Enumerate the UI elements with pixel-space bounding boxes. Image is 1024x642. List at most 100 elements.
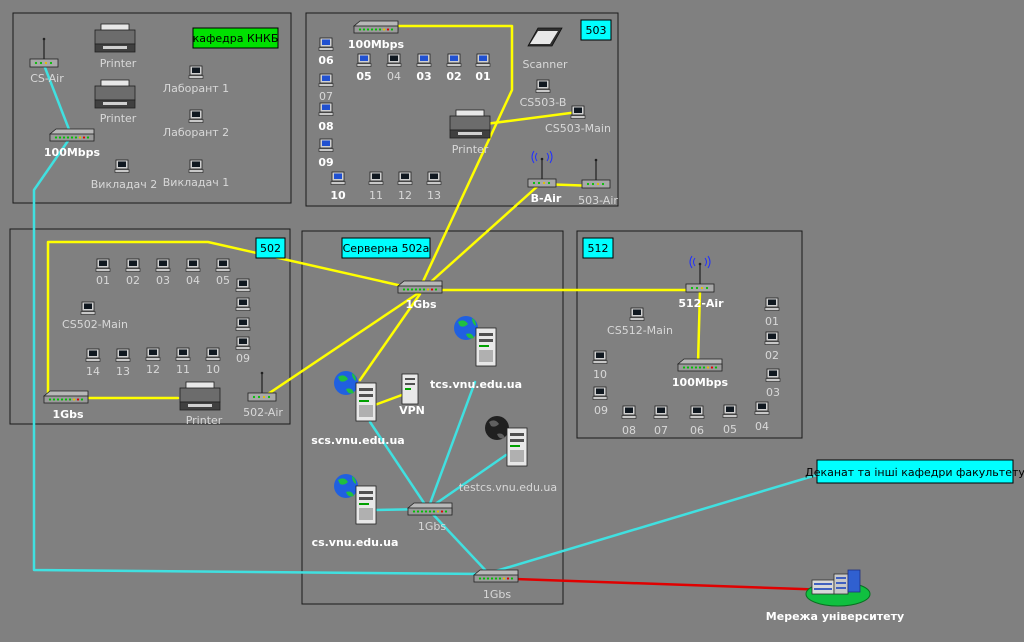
testcs-server-icon[interactable] <box>484 415 528 467</box>
r512-pc-02-icon[interactable] <box>764 331 780 345</box>
tag-server[interactable]: Серверна 502а <box>341 237 431 259</box>
cs-air-icon[interactable] <box>29 37 59 68</box>
tag-512[interactable]: 512 <box>582 237 614 259</box>
air503-icon[interactable] <box>581 158 611 189</box>
r503-pc-09-icon[interactable] <box>318 138 334 152</box>
tag-512-text: 512 <box>588 242 609 255</box>
r502-pc-06-icon[interactable] <box>235 278 251 292</box>
r503-pc-10-icon[interactable] <box>330 171 346 185</box>
r503-pc-03-icon[interactable] <box>416 53 432 67</box>
r512-pc-08-icon[interactable] <box>621 405 637 419</box>
cs503main-pc-icon[interactable] <box>570 105 586 119</box>
knkb-switch-icon[interactable] <box>49 128 95 142</box>
cable-scs-core <box>358 292 422 382</box>
tcs-label: tcs.vnu.edu.ua <box>430 378 522 391</box>
tag-503[interactable]: 503 <box>580 19 612 41</box>
air502-icon[interactable] <box>247 371 277 402</box>
r503-pc-06-label: 06 <box>318 54 334 67</box>
r503-pc-08-icon[interactable] <box>318 102 334 116</box>
scs-server-icon[interactable] <box>333 370 377 422</box>
r512-pc-07-label: 07 <box>654 424 668 437</box>
r512-pc-01-icon[interactable] <box>764 297 780 311</box>
r502-switch-label: 1Gbs <box>52 408 84 421</box>
tcs-server-icon[interactable] <box>453 315 497 367</box>
r512-pc-10-icon[interactable] <box>592 350 608 364</box>
knkb-printer1-label: Printer <box>100 57 137 70</box>
r502-pc-13-icon[interactable] <box>115 348 131 362</box>
knkb-printer2-label: Printer <box>100 112 137 125</box>
r502-switch-icon[interactable] <box>43 390 89 404</box>
r503-switch-icon[interactable] <box>353 20 399 34</box>
r512-pc-05-icon[interactable] <box>722 404 738 418</box>
r503-pc-12-icon[interactable] <box>397 171 413 185</box>
cable-502air-core <box>260 290 422 400</box>
r502-pc-10-icon[interactable] <box>205 347 221 361</box>
b-air-label: B-Air <box>531 192 562 205</box>
r503-pc-02-icon[interactable] <box>446 53 462 67</box>
lab1-pc-icon[interactable] <box>188 65 204 79</box>
campus-buildings-icon <box>811 569 861 595</box>
teacher2-pc-icon[interactable] <box>114 159 130 173</box>
r503-pc-13-icon[interactable] <box>426 171 442 185</box>
cs503b-pc-icon[interactable] <box>535 79 551 93</box>
air512-icon[interactable] <box>685 262 715 293</box>
university-network[interactable]: Мережа університету <box>766 569 904 623</box>
r503-pc-05-icon[interactable] <box>356 53 372 67</box>
r502-pc-09-icon[interactable] <box>235 336 251 350</box>
r512-pc-04-label: 04 <box>755 420 769 433</box>
r502-pc-04-icon[interactable] <box>185 258 201 272</box>
tag-dean[interactable]: Деканат та інші кафедри факультету <box>805 459 1024 484</box>
r502-pc-03-icon[interactable] <box>155 258 171 272</box>
r503-pc-07-icon[interactable] <box>318 73 334 87</box>
cable-dean-uplink <box>484 472 822 576</box>
r503-pc-04-icon[interactable] <box>386 53 402 67</box>
scanner-icon[interactable] <box>527 27 563 47</box>
r503-pc-12-label: 12 <box>398 189 412 202</box>
r502-pc-05-icon[interactable] <box>215 258 231 272</box>
r512-pc-07-icon[interactable] <box>653 405 669 419</box>
tag-502[interactable]: 502 <box>255 237 286 259</box>
cs503main-label: CS503-Main <box>545 122 611 135</box>
tag-knkb[interactable]: кафедра КНКБ <box>192 27 279 49</box>
r502-pc-11-icon[interactable] <box>175 347 191 361</box>
r502-pc-14-icon[interactable] <box>85 348 101 362</box>
air503-label: 503-Air <box>578 194 618 207</box>
r512-pcs-left: 10 09 <box>592 350 608 417</box>
r502-pc-02-icon[interactable] <box>125 258 141 272</box>
r502-pc-07-icon[interactable] <box>235 297 251 311</box>
r503-pc-08-label: 08 <box>318 120 333 133</box>
knkb-printer2-icon[interactable] <box>94 79 136 109</box>
cs512main-pc-icon[interactable] <box>629 307 645 321</box>
r512-switch-icon[interactable] <box>677 358 723 372</box>
cable-srvswitch-uplink <box>426 507 490 575</box>
room-knkb: CS-Air 100Mbps Printer Printer Лаборант … <box>29 23 229 191</box>
knkb-printer1-icon[interactable] <box>94 23 136 53</box>
vpn-label: VPN <box>399 404 425 417</box>
r502-pc-02-label: 02 <box>126 274 140 287</box>
r512-pc-03-icon[interactable] <box>765 368 781 382</box>
cs-server-icon[interactable] <box>333 473 377 525</box>
b-air-icon[interactable] <box>527 157 557 188</box>
r503-pc-06-icon[interactable] <box>318 37 334 51</box>
r512-pc-04-icon[interactable] <box>754 401 770 415</box>
core-switch-icon[interactable] <box>397 280 443 294</box>
r502-pc-12-icon[interactable] <box>145 347 161 361</box>
cs502main-pc-icon[interactable] <box>80 301 96 315</box>
lab2-pc-icon[interactable] <box>188 109 204 123</box>
vpn-server-icon[interactable] <box>401 373 419 405</box>
r502-printer-icon[interactable] <box>179 381 221 411</box>
r503-pc-01-icon[interactable] <box>475 53 491 67</box>
r503-pc-11-icon[interactable] <box>368 171 384 185</box>
r512-pc-09-icon[interactable] <box>592 386 608 400</box>
r512-pc-06-icon[interactable] <box>689 405 705 419</box>
cable-csair-knkbswitch <box>42 63 72 134</box>
uplink-switch-icon[interactable] <box>473 569 519 583</box>
r502-pc-08-icon[interactable] <box>235 317 251 331</box>
r503-printer-icon[interactable] <box>449 109 491 139</box>
cable-tcs-srvswitch <box>426 380 477 511</box>
r502-pc-01-icon[interactable] <box>95 258 111 272</box>
server-switch-icon[interactable] <box>407 502 453 516</box>
r512-pc-03-label: 03 <box>766 386 780 399</box>
teacher1-pc-icon[interactable] <box>188 159 204 173</box>
